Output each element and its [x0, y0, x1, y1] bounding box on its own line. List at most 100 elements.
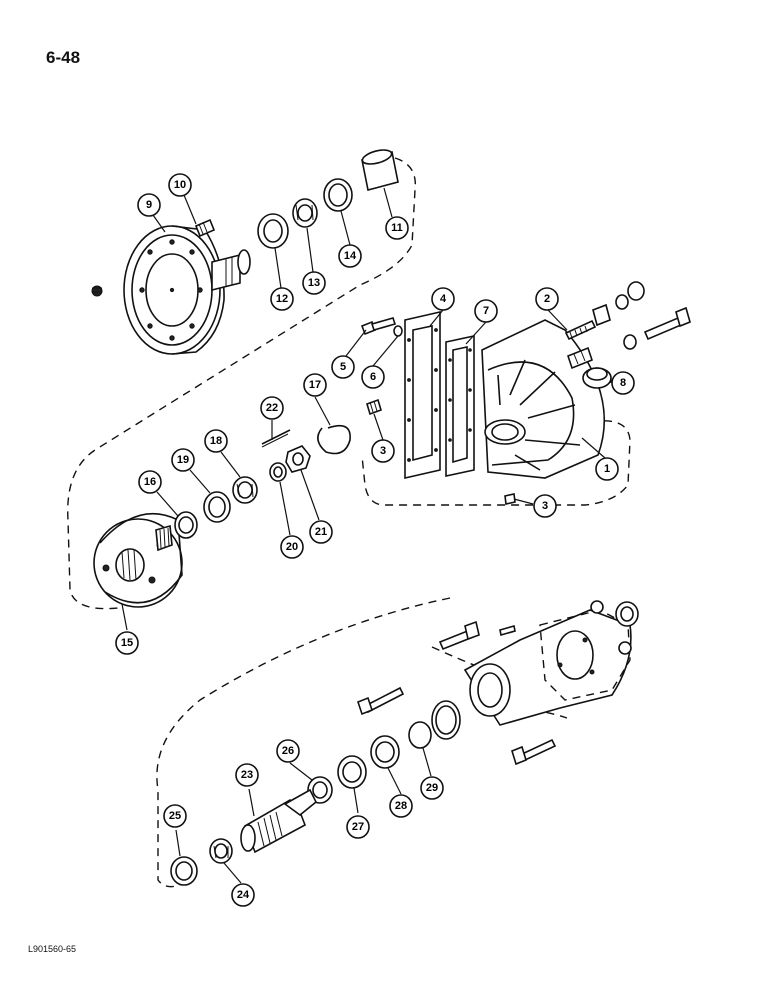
callout-16: 16	[138, 470, 162, 494]
nut-lower-right	[590, 600, 639, 655]
callout-20: 20	[280, 535, 304, 559]
callout-3-upper: 3	[371, 439, 395, 463]
callout-14: 14	[338, 244, 362, 268]
o-ring-part-29	[408, 721, 432, 749]
bolt-lower-1	[438, 620, 480, 651]
bushing-part-8	[582, 367, 612, 389]
cotter-pin-part-22	[261, 429, 291, 448]
callout-label: 18	[210, 435, 222, 447]
callout-29: 29	[420, 776, 444, 800]
long-bolt-lower-1	[357, 686, 405, 716]
assembly-guide-line-middle	[361, 420, 631, 506]
callout-label: 17	[309, 379, 321, 391]
drive-housing-part-1	[481, 319, 605, 479]
plug-part-3-lower	[504, 493, 516, 505]
callout-11: 11	[385, 216, 409, 240]
seal-part-16	[174, 511, 198, 539]
callout-23: 23	[235, 763, 259, 787]
callout-label: 4	[440, 293, 447, 305]
callout-label: 22	[266, 402, 278, 414]
callout-10: 10	[168, 173, 192, 197]
fitting-part-near-8	[567, 346, 593, 370]
callout-label: 11	[391, 222, 403, 234]
castle-nut-part-21	[285, 445, 311, 473]
assembly-guide-line-bolt	[431, 646, 483, 669]
bearing-cone-part-24	[209, 838, 233, 864]
callout-label: 3	[380, 445, 386, 457]
seal-part-12	[257, 213, 289, 249]
callout-label: 1	[604, 463, 610, 475]
callout-label: 26	[282, 745, 294, 757]
page-number: 6-48	[46, 48, 81, 67]
washer-part-6	[393, 325, 403, 337]
bearing-cone-part-13	[292, 198, 318, 228]
callout-label: 8	[620, 377, 626, 389]
callout-7: 7	[474, 299, 498, 323]
callout-label: 24	[237, 889, 250, 901]
gasket-part-7	[445, 335, 475, 477]
plug-part-3-upper	[366, 398, 382, 416]
callout-5: 5	[331, 355, 355, 379]
bearing-cone-part-18	[232, 476, 258, 504]
callout-label: 14	[344, 250, 357, 262]
callout-15: 15	[115, 631, 139, 655]
callout-label: 23	[241, 769, 253, 781]
callout-label: 29	[426, 782, 438, 794]
callout-24: 24	[231, 883, 255, 907]
assembly-guide-line-lower	[156, 597, 451, 888]
callout-28: 28	[389, 794, 413, 818]
callout-27: 27	[346, 815, 370, 839]
washer-part-20	[269, 462, 287, 482]
callout-21: 21	[309, 520, 333, 544]
grease-fitting-part	[91, 285, 103, 297]
callout-label: 25	[169, 810, 181, 822]
pin-lower	[499, 624, 516, 637]
callout-22: 22	[260, 396, 284, 420]
dust-seal-part-15a	[155, 524, 173, 552]
callout-17: 17	[303, 373, 327, 397]
callout-label: 16	[144, 476, 156, 488]
bearing-cup-part-14	[323, 178, 353, 212]
output-shaft-part-23	[240, 788, 318, 854]
callout-label: 19	[177, 454, 189, 466]
callout-1: 1	[595, 457, 619, 481]
bearing-cup-part-19	[203, 491, 231, 523]
callout-label: 7	[483, 305, 489, 317]
callout-4: 4	[431, 287, 455, 311]
stud-part-2	[564, 281, 691, 350]
output-housing-part	[463, 609, 632, 726]
callout-label: 21	[315, 526, 327, 538]
callout-label: 28	[395, 800, 407, 812]
bolt-part-5	[360, 317, 397, 336]
callout-13: 13	[302, 271, 326, 295]
hub-flange-part	[123, 225, 251, 355]
long-bolt-lower-2	[511, 738, 557, 766]
sleeve-part-11	[361, 149, 399, 191]
bearing-cup-part-28	[370, 735, 400, 769]
flange-gasket-lower	[431, 700, 461, 740]
callout-leaders	[121, 187, 612, 884]
callout-label: 20	[286, 541, 298, 553]
callout-label: 5	[340, 361, 346, 373]
callout-label: 27	[352, 821, 364, 833]
snap-ring-part-17	[317, 424, 351, 455]
callout-25: 25	[163, 804, 187, 828]
callout-label: 6	[370, 371, 376, 383]
seal-part-25	[170, 856, 198, 886]
callout-8: 8	[611, 371, 635, 395]
callout-19: 19	[171, 448, 195, 472]
callout-12: 12	[270, 287, 294, 311]
callout-label: 3	[542, 500, 548, 512]
figure-code: L901560-65	[28, 944, 77, 954]
wheel-stud-part	[194, 218, 216, 238]
callout-label: 12	[276, 293, 288, 305]
callout-label: 9	[146, 199, 152, 211]
bearing-cup-part-27	[337, 755, 367, 789]
callout-26: 26	[276, 739, 300, 763]
callout-3-lower: 3	[533, 494, 557, 518]
callout-18: 18	[204, 429, 228, 453]
callout-label: 10	[174, 179, 186, 191]
callout-9: 9	[137, 193, 161, 217]
callout-2: 2	[535, 287, 559, 311]
